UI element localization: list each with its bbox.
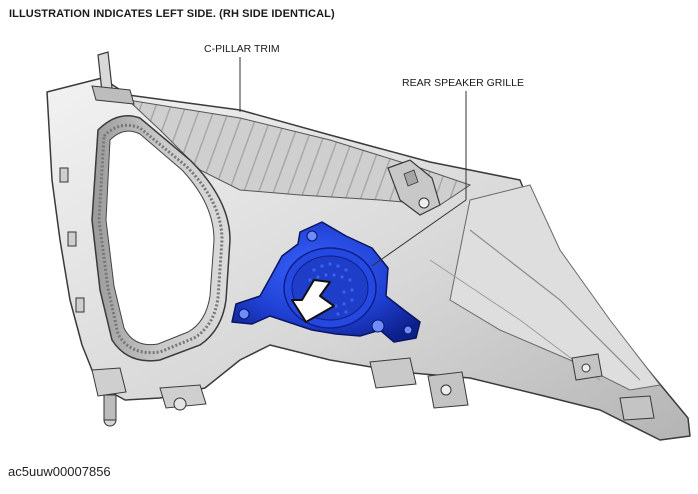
- top-clip-base: [91, 85, 135, 105]
- window-glass-area: [105, 130, 215, 346]
- upper-mounting-bracket: [387, 159, 441, 216]
- lower-clips: [91, 353, 655, 427]
- window-seal: [97, 123, 224, 355]
- callout-c-pillar-trim: C-PILLAR TRIM: [204, 43, 280, 55]
- illustration-note: ILLUSTRATION INDICATES LEFT SIDE. (RH SI…: [9, 8, 335, 20]
- arrow-down-left-icon: [291, 279, 335, 323]
- left-edge-tabs: [59, 167, 85, 313]
- callout-rear-speaker-grille: REAR SPEAKER GRILLE: [402, 77, 524, 89]
- leader-line-grille-diag: [371, 199, 467, 267]
- trim-crease-line: [469, 229, 641, 381]
- trim-lower-right-face: [449, 184, 661, 391]
- figure-id: ac5uuw00007856: [8, 464, 111, 479]
- grille-mesh: [308, 262, 354, 316]
